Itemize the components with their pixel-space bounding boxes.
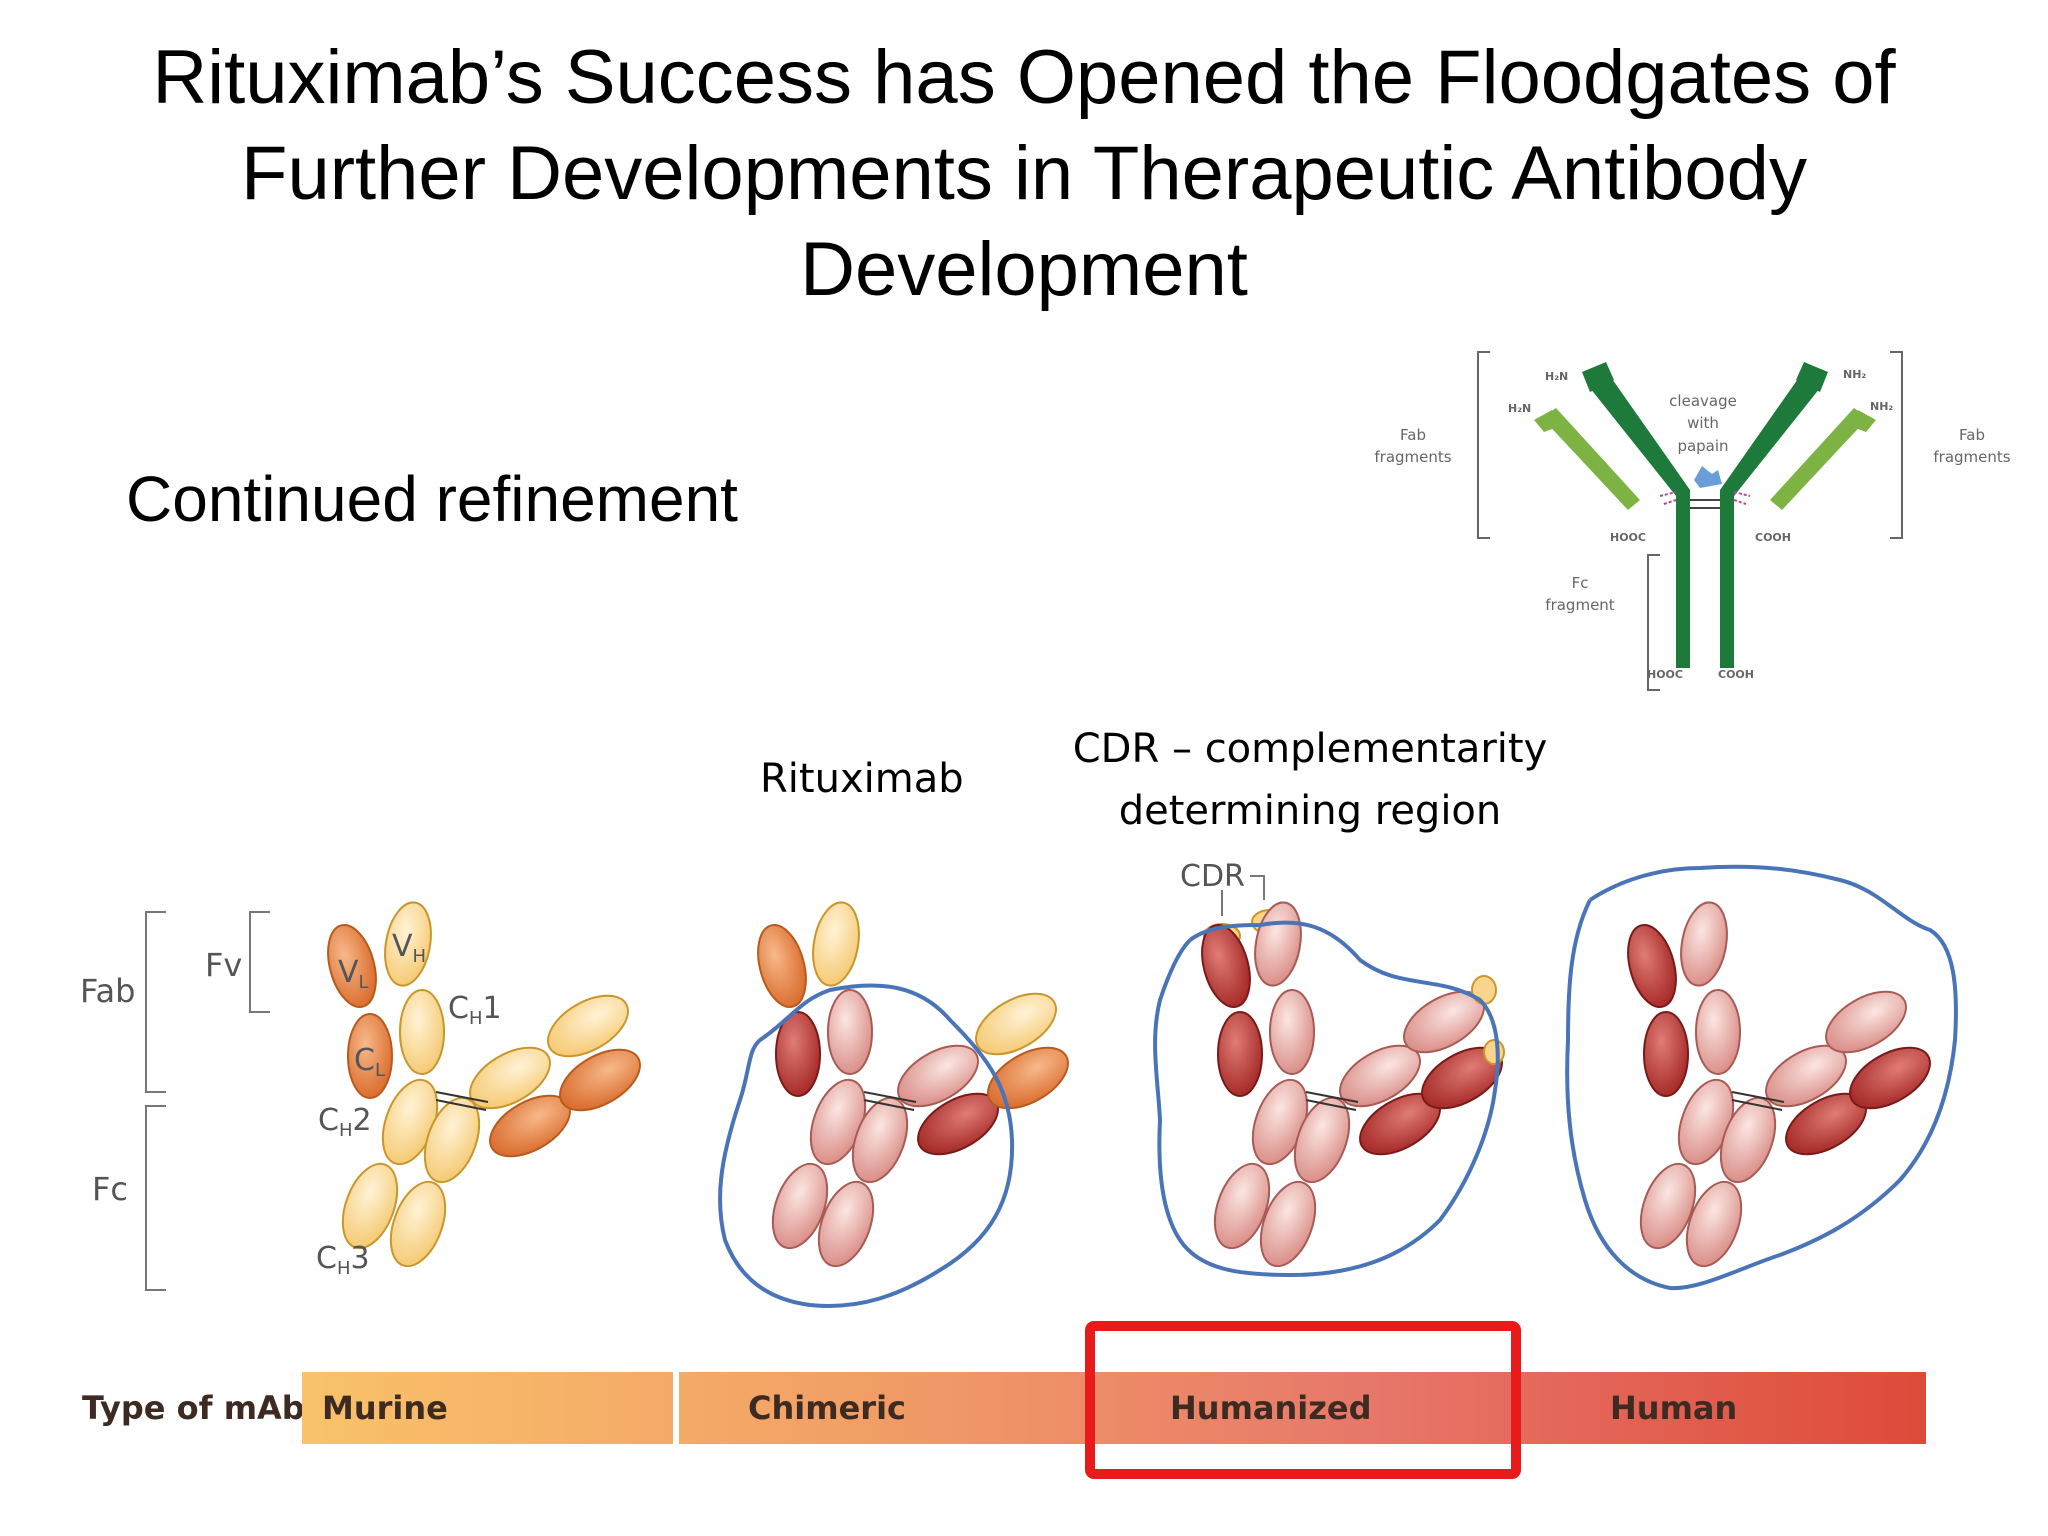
humanized-highlight-box	[1085, 1321, 1521, 1479]
fab-fragments-left-2: fragments	[1374, 448, 1451, 466]
ch3-label: CH3	[316, 1241, 370, 1279]
right-fab-bracket	[1890, 351, 1903, 539]
fc-label: Fc	[92, 1170, 128, 1208]
caption-cdr: CDR – complementarity determining region	[1040, 718, 1580, 842]
type-murine: Murine	[322, 1389, 448, 1427]
vl-label: VL	[338, 955, 369, 993]
chimeric-vl	[757, 924, 807, 1008]
caption-cdr-line-1: CDR – complementarity	[1072, 726, 1548, 772]
hooc-label-b: HOOC	[1647, 668, 1683, 681]
cooh-label-a: COOH	[1755, 531, 1791, 544]
heavy-chain-left	[1590, 376, 1690, 668]
nh2-label-a: NH₂	[1843, 368, 1866, 381]
chimeric-human-outline	[718, 983, 1015, 1308]
vh-label: VH	[392, 929, 426, 967]
h2n-label-b: H₂N	[1508, 402, 1531, 415]
chimeric-antibody	[718, 901, 1069, 1308]
cdr-label: CDR	[1180, 859, 1245, 894]
fc-bracket-left	[145, 1105, 166, 1291]
chimeric-vh	[812, 901, 860, 987]
chimeric-cl	[775, 1011, 821, 1097]
h2n-label-a: H₂N	[1545, 370, 1568, 383]
murine-antibody: VL VH CL CH1 CH2 CH3	[316, 901, 641, 1279]
cleavage-label-3: papain	[1677, 437, 1728, 455]
human-outline	[1565, 864, 1958, 1291]
fab-fragments-left-1: Fab	[1400, 426, 1426, 444]
type-chimeric: Chimeric	[748, 1389, 906, 1427]
title-line-2: Further Developments in Therapeutic Anti…	[241, 131, 1807, 216]
caption-rituximab: Rituximab	[760, 756, 964, 802]
fab-fragments-right-2: fragments	[1933, 448, 2010, 466]
fc-fragment-label-2: fragment	[1545, 596, 1615, 614]
light-chain-left	[1542, 408, 1640, 510]
vh-domain-right	[547, 994, 629, 1058]
left-fab-bracket	[1477, 351, 1490, 539]
ch3-domain-right	[389, 1180, 447, 1268]
caption-cdr-line-2: determining region	[1118, 788, 1502, 834]
type-humanized: Humanized	[1170, 1389, 1371, 1427]
vl-domain-right	[559, 1048, 641, 1112]
humanized-antibody: CDR	[1153, 859, 1505, 1278]
title-line-3: Development	[800, 227, 1248, 312]
title-line-1: Rituximab’s Success has Opened the Flood…	[152, 35, 1896, 120]
fc-bracket	[1647, 554, 1660, 691]
bar-divider	[673, 1372, 679, 1444]
subtitle: Continued refinement	[126, 463, 738, 535]
fv-bracket	[249, 911, 270, 1013]
humanized-outline	[1153, 920, 1500, 1278]
light-chain-right	[1770, 408, 1868, 510]
type-of-mab-label: Type of mAb	[82, 1389, 305, 1427]
ch2-label: CH2	[318, 1103, 372, 1141]
fv-label: Fv	[205, 946, 242, 984]
cooh-label-b: COOH	[1718, 668, 1754, 681]
fc-fragment-label-1: Fc	[1572, 574, 1589, 592]
chimeric-ch1	[827, 989, 873, 1075]
ch1-domain-right	[469, 1046, 551, 1110]
mab-type-bar: Type of mAb Murine Chimeric Humanized Hu…	[82, 1321, 1926, 1479]
ch1-label: CH1	[448, 991, 502, 1029]
cleavage-label-1: cleavage	[1669, 392, 1737, 410]
antibody-structure: Fab fragments Fab fragments cleavage wit…	[1374, 351, 2011, 691]
cl-domain	[347, 1013, 393, 1099]
vl-domain	[327, 924, 377, 1008]
type-human: Human	[1610, 1389, 1737, 1427]
fab-bracket	[145, 911, 166, 1093]
fab-label: Fab	[80, 972, 135, 1010]
nh2-label-b: NH₂	[1870, 400, 1893, 413]
cleavage-label-2: with	[1687, 414, 1719, 432]
heavy-chain-right	[1720, 376, 1820, 668]
ch1-domain-left	[399, 989, 445, 1075]
vh-domain	[384, 901, 432, 987]
human-antibody	[1565, 864, 1958, 1291]
papain-icon	[1694, 466, 1722, 488]
mab-gradient-bar	[302, 1372, 1926, 1444]
hooc-label-a: HOOC	[1610, 531, 1646, 544]
domain-legend: Fab Fv Fc	[80, 911, 270, 1291]
fab-fragments-right-1: Fab	[1959, 426, 1985, 444]
cl-label: CL	[354, 1043, 385, 1081]
ch3-domain-left	[341, 1162, 399, 1250]
slide-title: Rituximab’s Success has Opened the Flood…	[60, 30, 1988, 318]
